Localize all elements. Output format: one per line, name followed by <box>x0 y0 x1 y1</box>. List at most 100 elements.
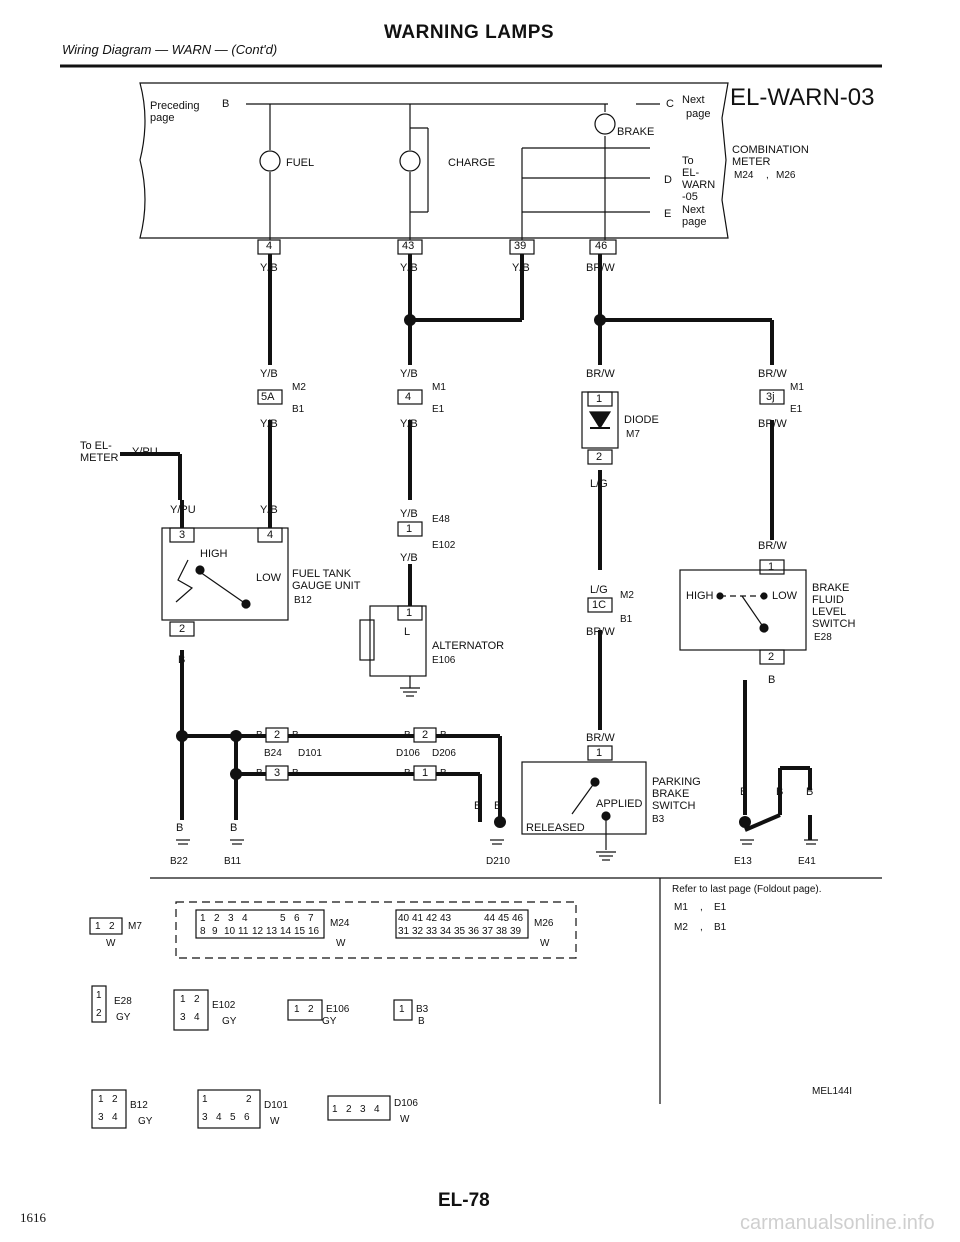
preceding-label: Preceding <box>150 100 200 112</box>
connector-code: D101 <box>298 748 322 759</box>
m26-pin: 37 <box>482 926 494 937</box>
connector-color: GY <box>116 1012 131 1023</box>
pin-label: 2 <box>768 651 775 663</box>
connector-code: E106 <box>432 655 456 666</box>
brake-lamp-label: BRAKE <box>617 126 655 138</box>
m24-pin: 10 <box>224 926 236 937</box>
m24-pin: 2 <box>214 913 220 924</box>
connector-code: E28 <box>814 632 832 643</box>
page-title: WARNING LAMPS <box>384 22 555 43</box>
pin-label: 2 <box>179 623 186 635</box>
connector-code: B3 <box>652 814 665 825</box>
m26-pin: 32 <box>412 926 424 937</box>
e106-pin: 2 <box>308 1004 314 1015</box>
brake-fluid-name-3: LEVEL <box>812 606 847 618</box>
m26-pin: 46 <box>512 913 524 924</box>
meter-pin: 46 <box>595 240 608 252</box>
connector-color: W <box>336 938 346 949</box>
connector-code: D106 <box>394 1098 418 1109</box>
pin-label: 2 <box>274 729 281 741</box>
d106-pin: 1 <box>332 1104 338 1115</box>
gauge-low: LOW <box>256 572 282 584</box>
pin-label: 2 <box>596 451 603 463</box>
brake-fluid-name-2: FLUID <box>812 594 844 606</box>
connector-code: M24 <box>330 918 350 929</box>
sheet-id: EL-WARN-03 <box>730 84 875 111</box>
connector-code: B1 <box>292 404 305 415</box>
wire-label: Y/B <box>400 368 418 380</box>
d101-pin: 2 <box>246 1094 252 1105</box>
next2-label: Next <box>682 204 705 216</box>
meter-wire: BR/W <box>586 262 615 274</box>
diode-label: DIODE <box>624 414 659 426</box>
wire-label: BR/W <box>586 732 615 744</box>
m24-pin: 16 <box>308 926 320 937</box>
m7-pin: 2 <box>109 921 115 932</box>
m26-pin: 31 <box>398 926 410 937</box>
page-number: 1616 <box>20 1210 46 1225</box>
m26-pin: 45 <box>498 913 510 924</box>
connector-code: E48 <box>432 514 450 525</box>
m26-pin: 39 <box>510 926 522 937</box>
e28-pin: 1 <box>96 990 102 1001</box>
meter-title-1: COMBINATION <box>732 144 809 156</box>
ground-code: B22 <box>170 856 188 867</box>
m24-pin: 9 <box>212 926 218 937</box>
gauge-name-2: GAUGE UNIT <box>292 580 361 592</box>
b12-pin: 4 <box>112 1112 118 1123</box>
connector-code: B3 <box>416 1004 429 1015</box>
page2-label: page <box>682 216 707 228</box>
wire-label: Y/B <box>400 418 418 430</box>
ground-code: B11 <box>224 856 242 867</box>
connector-code: M2 <box>620 590 634 601</box>
connector-code: M1 <box>674 902 688 913</box>
m24-pin: 3 <box>228 913 234 924</box>
pin-label: 1C <box>592 599 607 611</box>
d101-pin: 1 <box>202 1094 208 1105</box>
b12-pin: 1 <box>98 1094 104 1105</box>
m24-pin: 12 <box>252 926 264 937</box>
pin-label: 1 <box>422 767 429 779</box>
connector-code: B1 <box>714 922 727 933</box>
e28-pin: 2 <box>96 1008 102 1019</box>
wire-label: Y/B <box>400 508 418 520</box>
to-el-meter-1: To EL- <box>80 440 112 452</box>
charge-lamp-label: CHARGE <box>448 157 496 169</box>
ground-code: E13 <box>734 856 752 867</box>
pin-label: 2 <box>422 729 429 741</box>
wire-label: B <box>404 730 411 741</box>
connector-code: E102 <box>432 540 456 551</box>
e106-pin: 1 <box>294 1004 300 1015</box>
m24-pin: 15 <box>294 926 306 937</box>
wire-label: BR/W <box>586 368 615 380</box>
wire-label: B <box>740 786 748 798</box>
d101-pin: 5 <box>230 1112 236 1123</box>
m26-pin: 36 <box>468 926 480 937</box>
wire-label: Y/B <box>260 418 278 430</box>
d101-pin: 6 <box>244 1112 250 1123</box>
wire-label: B <box>256 730 263 741</box>
m24-pin: 14 <box>280 926 292 937</box>
num05-label: -05 <box>682 191 698 203</box>
conn-c-label: C <box>666 98 674 110</box>
preceding-page: page <box>150 112 175 124</box>
pin-label: 4 <box>405 391 412 403</box>
wire-label: Y/B <box>260 368 278 380</box>
m24-pin: 4 <box>242 913 248 924</box>
parking-brake-name-1: PARKING <box>652 776 701 788</box>
parking-brake-name-2: BRAKE <box>652 788 690 800</box>
d106-pin: 2 <box>346 1104 352 1115</box>
m26-pin: 33 <box>426 926 438 937</box>
wire-label: B <box>440 730 447 741</box>
e102-pin: 2 <box>194 994 200 1005</box>
connector-code: M2 <box>674 922 688 933</box>
b3-pin: 1 <box>399 1004 405 1015</box>
connector-code: B12 <box>130 1100 148 1111</box>
connector-color: W <box>106 938 116 949</box>
watermark: carmanualsonline.info <box>740 1212 935 1234</box>
to-el-meter-2: METER <box>80 452 119 464</box>
connector-code: E1 <box>790 404 803 415</box>
wire-label: B <box>176 822 184 834</box>
meter-pin: 39 <box>514 240 527 252</box>
m24-pin: 1 <box>200 913 206 924</box>
